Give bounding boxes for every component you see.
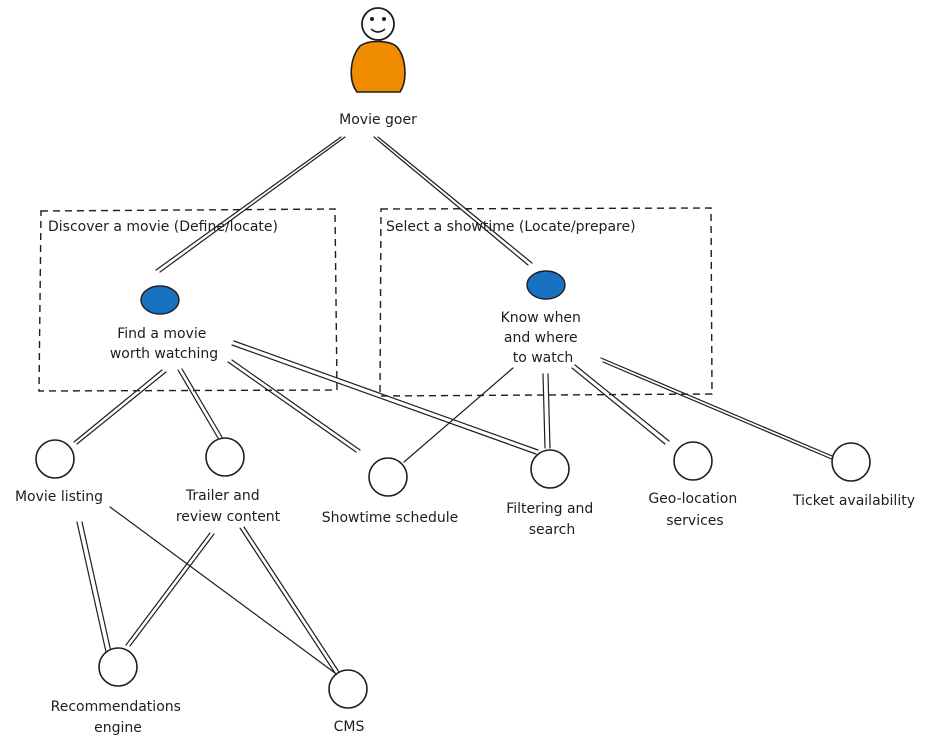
capability-node-schedule xyxy=(368,457,408,497)
actor-label: Movie goer xyxy=(339,112,417,128)
actor-head xyxy=(361,7,395,41)
capability-node-trailer xyxy=(205,437,245,477)
system-label-cms: CMS xyxy=(334,719,365,735)
actor-eye-left xyxy=(370,17,374,21)
connector-find-listing xyxy=(73,369,167,445)
system-label-reco: Recommendations engine xyxy=(51,699,186,736)
group-box-discover xyxy=(38,208,338,392)
capability-label-filter: Filtering and search xyxy=(506,501,598,538)
group-box-select xyxy=(379,207,713,397)
connector-know-ticket xyxy=(600,357,835,461)
capability-label-geo: Geo-location services xyxy=(648,491,741,529)
connector-trailer-reco xyxy=(125,532,215,647)
actor-smile xyxy=(370,28,386,33)
group-title-select: Select a showtime (Locate/prepare) xyxy=(386,219,636,235)
goal-node-find xyxy=(140,285,180,315)
connector-know-geo xyxy=(571,364,670,445)
actor-eye-right xyxy=(382,17,386,21)
goal-label-know: Know when and where to watch xyxy=(501,310,586,366)
connector-find-trailer xyxy=(177,368,223,439)
connector-find-schedule xyxy=(227,359,361,453)
connector-trailer-cms xyxy=(239,526,342,677)
capability-label-schedule: Showtime schedule xyxy=(322,510,459,526)
capability-label-trailer: Trailer and review content xyxy=(176,488,281,525)
system-node-cms xyxy=(328,669,368,709)
goal-node-know xyxy=(526,270,566,300)
capability-node-geo xyxy=(673,441,713,481)
connector-find-filter xyxy=(231,340,539,455)
capability-node-ticket xyxy=(831,442,871,482)
connector-actor-find xyxy=(155,136,346,273)
capability-node-filter xyxy=(530,449,570,489)
capability-node-listing xyxy=(35,439,75,479)
actor-body xyxy=(350,40,406,93)
system-node-reco xyxy=(98,647,138,687)
connector-listing-cms xyxy=(109,506,336,674)
capability-label-listing: Movie listing xyxy=(15,489,103,505)
connector-know-filter xyxy=(542,373,551,449)
group-title-discover: Discover a movie (Define/locate) xyxy=(48,219,278,235)
connector-listing-reco xyxy=(76,521,112,653)
goal-label-find: Find a movie worth watching xyxy=(110,326,218,362)
actor-figure xyxy=(350,7,406,93)
connector-actor-know xyxy=(373,136,533,266)
capability-label-ticket: Ticket availability xyxy=(792,493,915,509)
connector-know-schedule xyxy=(403,367,514,463)
